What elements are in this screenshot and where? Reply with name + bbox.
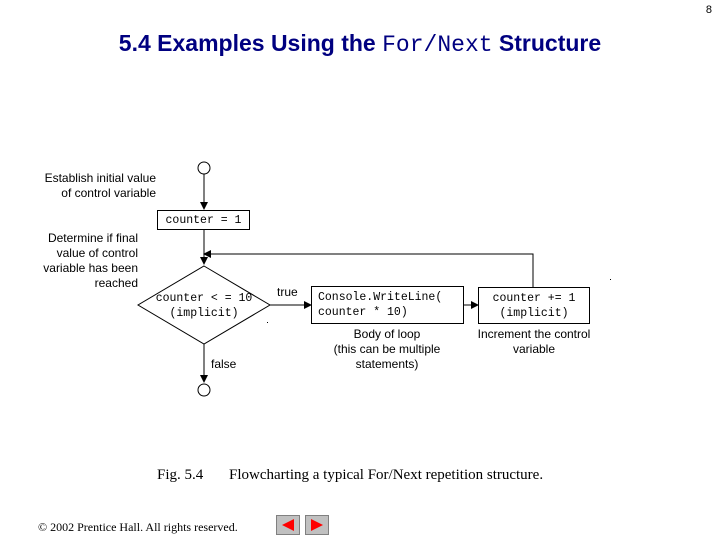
title-prefix: 5.4 Examples Using the — [118, 30, 383, 56]
init-label-line: of control variable — [61, 186, 156, 200]
increment-box-line: counter += 1 — [492, 291, 576, 305]
start-circle — [197, 161, 211, 175]
body-box-line: counter * 10) — [318, 306, 408, 319]
page-title: 5.4 Examples Using the For/Next Structur… — [0, 30, 720, 58]
figure-caption: Flowcharting a typical For/Next repetiti… — [229, 467, 544, 483]
body-label-line: Body of loop — [353, 327, 421, 341]
decision-text-line: counter < = 10 — [155, 292, 253, 305]
init-box-text: counter = 1 — [165, 213, 242, 227]
increment-label-line: Increment the control — [477, 327, 591, 341]
body-label: Body of loop (this can be multiple state… — [312, 327, 462, 372]
increment-box-line: (implicit) — [499, 306, 569, 320]
slide-number: 8 — [705, 4, 712, 16]
triangle-right-icon — [311, 519, 323, 531]
init-box: counter = 1 — [157, 210, 250, 230]
increment-label-line: variable — [512, 342, 556, 356]
increment-box: counter += 1 (implicit) — [478, 287, 590, 324]
loop-back-line — [203, 250, 534, 287]
increment-label: Increment the control variable — [466, 327, 602, 357]
false-label: false — [211, 357, 237, 371]
title-suffix: Structure — [492, 30, 602, 56]
copyright: © 2002 Prentice Hall. All rights reserve… — [38, 520, 238, 534]
test-label-line: value of control — [56, 246, 138, 260]
init-label-line: Establish initial value — [44, 171, 156, 185]
body-label-line: (this can be multiple — [333, 342, 441, 356]
figure-number: Fig. 5.4 — [157, 467, 204, 483]
decision-text-line: (implicit) — [169, 307, 239, 320]
test-label-line: variable has been — [43, 261, 138, 275]
test-label: Determine if final value of control vari… — [20, 231, 138, 291]
true-label: true — [277, 285, 298, 299]
decision-text: counter < = 10 (implicit) — [140, 291, 268, 321]
end-circle — [197, 383, 211, 397]
stray-mark — [267, 322, 268, 323]
next-slide-button[interactable] — [305, 515, 329, 535]
test-label-line: reached — [94, 276, 138, 290]
stray-mark — [610, 279, 611, 280]
body-label-line: statements) — [355, 357, 419, 371]
previous-slide-button[interactable] — [276, 515, 300, 535]
body-box-line: Console.WriteLine( — [318, 291, 443, 304]
title-code: For/Next — [382, 32, 493, 58]
test-label-line: Determine if final — [47, 231, 138, 245]
body-box: Console.WriteLine( counter * 10) — [311, 286, 464, 324]
init-label: Establish initial value of control varia… — [30, 171, 156, 201]
triangle-left-icon — [282, 519, 294, 531]
